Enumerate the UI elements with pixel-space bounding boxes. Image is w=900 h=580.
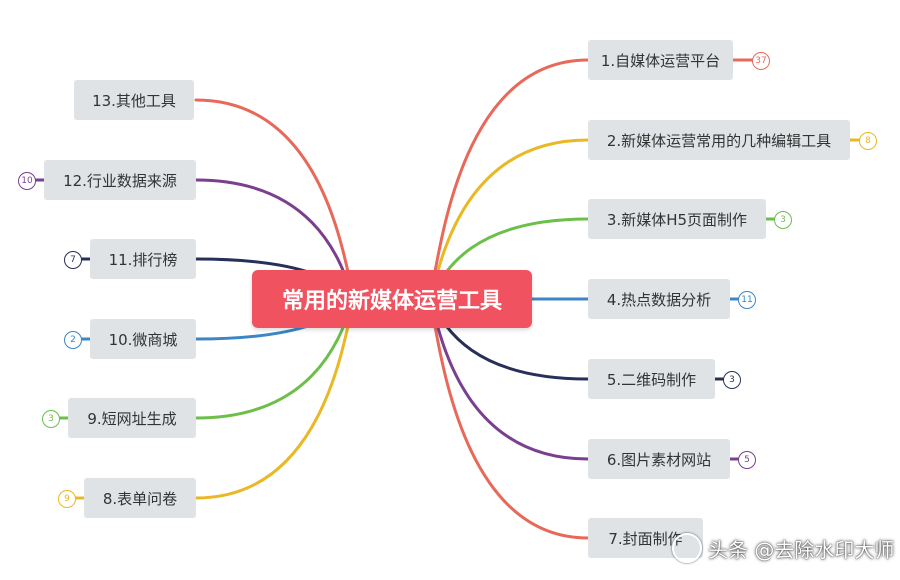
count-badge[interactable]: 3 (774, 211, 792, 229)
branch-link (194, 297, 356, 500)
count-badge[interactable]: 9 (58, 490, 76, 508)
count-badge[interactable]: 11 (738, 291, 756, 309)
topic-hot-data-analysis[interactable]: 4.热点数据分析 (588, 279, 730, 319)
topic-label: 11.排行榜 (108, 250, 178, 269)
count-badge[interactable]: 37 (752, 52, 770, 70)
watermark: 头条 @去除水印大师 (672, 533, 894, 563)
topic-industry-data[interactable]: 12.行业数据来源 (44, 160, 196, 200)
count-badge[interactable]: 8 (859, 132, 877, 150)
topic-label: 6.图片素材网站 (606, 450, 712, 469)
count-badge[interactable]: 7 (64, 251, 82, 269)
count-badge[interactable]: 10 (18, 172, 36, 190)
topic-h5-page-making[interactable]: 3.新媒体H5页面制作 (588, 199, 766, 239)
topic-qr-code[interactable]: 5.二维码制作 (588, 359, 715, 399)
topic-label: 5.二维码制作 (606, 370, 697, 389)
topic-label: 9.短网址生成 (87, 409, 177, 428)
topic-forms-surveys[interactable]: 8.表单问卷 (84, 478, 196, 518)
count-badge[interactable]: 5 (738, 451, 756, 469)
topic-label: 13.其他工具 (92, 91, 176, 110)
topic-micro-mall[interactable]: 10.微商城 (90, 319, 196, 359)
watermark-text: 头条 @去除水印大师 (708, 537, 895, 562)
count-badge[interactable]: 2 (64, 331, 82, 349)
topic-short-url[interactable]: 9.短网址生成 (68, 398, 196, 438)
topic-label: 7.封面制作 (608, 529, 683, 548)
root-topic[interactable]: 常用的新媒体运营工具 (252, 270, 532, 328)
topic-self-media-platforms[interactable]: 1.自媒体运营平台 (588, 40, 733, 80)
topic-other-tools[interactable]: 13.其他工具 (74, 80, 194, 120)
topic-label: 1.自媒体运营平台 (600, 51, 721, 70)
toutiao-logo-icon (672, 533, 702, 563)
topic-image-sites[interactable]: 6.图片素材网站 (588, 439, 730, 479)
count-badge[interactable]: 3 (42, 410, 60, 428)
topic-editing-tools[interactable]: 2.新媒体运营常用的几种编辑工具 (588, 120, 850, 160)
topic-label: 8.表单问卷 (102, 489, 178, 508)
topic-label: 10.微商城 (108, 330, 178, 349)
topic-label: 3.新媒体H5页面制作 (606, 210, 748, 229)
topic-label: 12.行业数据来源 (63, 171, 177, 190)
topic-rankings[interactable]: 11.排行榜 (90, 239, 196, 279)
topic-label: 2.新媒体运营常用的几种编辑工具 (606, 131, 832, 150)
root-topic-label: 常用的新媒体运营工具 (281, 289, 502, 314)
topic-label: 4.热点数据分析 (606, 290, 712, 309)
count-badge[interactable]: 3 (723, 371, 741, 389)
